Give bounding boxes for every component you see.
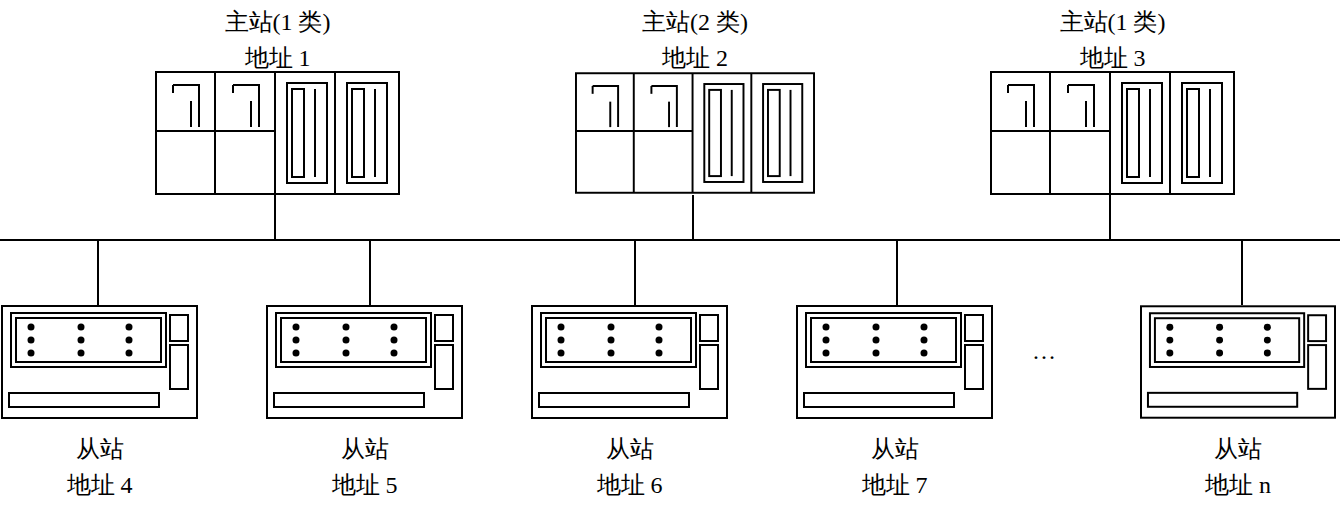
bus-connector xyxy=(370,195,1110,305)
bus-connector xyxy=(693,195,897,305)
bus-connector xyxy=(98,195,693,305)
station-type: 从站 xyxy=(796,431,993,467)
ellipsis: … xyxy=(1032,338,1056,365)
plc-icon xyxy=(575,71,815,195)
station-label: 主站(2 类)地址 2 xyxy=(575,4,815,76)
bus-connector xyxy=(98,195,275,305)
bus-connector xyxy=(635,195,1110,305)
bus-connector xyxy=(1110,195,1242,305)
bus-connector xyxy=(693,195,1242,305)
station-label: 主站(1 类)地址 3 xyxy=(990,4,1235,76)
slave-station: 从站地址 5 xyxy=(266,305,463,501)
bus-connector xyxy=(897,195,1110,305)
station-label: 从站地址 4 xyxy=(1,431,198,503)
station-label: 主站(1 类)地址 1 xyxy=(155,4,400,76)
station-label: 从站地址 n xyxy=(1140,431,1336,503)
slave-device-icon xyxy=(266,305,463,419)
station-address: 地址 1 xyxy=(155,40,400,76)
slave-station: 从站地址 6 xyxy=(531,305,728,501)
master-station: 主站(2 类)地址 2 xyxy=(575,4,815,195)
station-address: 地址 2 xyxy=(575,40,815,76)
slave-station: 从站地址 4 xyxy=(1,305,198,501)
slave-device-icon xyxy=(1,305,198,419)
plc-icon xyxy=(990,71,1235,195)
station-type: 从站 xyxy=(1,431,198,467)
slave-device-icon xyxy=(1140,305,1336,419)
bus-connector xyxy=(370,195,693,305)
slave-station: 从站地址 n xyxy=(1140,305,1336,501)
station-label: 从站地址 7 xyxy=(796,431,993,503)
station-address: 地址 3 xyxy=(990,40,1235,76)
station-address: 地址 6 xyxy=(531,467,728,503)
station-type: 从站 xyxy=(531,431,728,467)
station-address: 地址 5 xyxy=(266,467,463,503)
station-address: 地址 7 xyxy=(796,467,993,503)
station-type: 主站(2 类) xyxy=(575,4,815,40)
slave-station: 从站地址 7 xyxy=(796,305,993,501)
station-address: 地址 n xyxy=(1140,467,1336,503)
station-type: 从站 xyxy=(266,431,463,467)
bus-connector xyxy=(98,195,1110,305)
slave-device-icon xyxy=(796,305,993,419)
station-address: 地址 4 xyxy=(1,467,198,503)
station-label: 从站地址 5 xyxy=(266,431,463,503)
master-station: 主站(1 类)地址 1 xyxy=(155,4,400,195)
bus-connector xyxy=(635,195,693,305)
station-type: 主站(1 类) xyxy=(990,4,1235,40)
bus-connector xyxy=(275,195,370,305)
plc-icon xyxy=(155,71,400,195)
bus-connector xyxy=(275,195,635,305)
slave-device-icon xyxy=(531,305,728,419)
master-station: 主站(1 类)地址 3 xyxy=(990,4,1235,195)
bus-connector xyxy=(275,195,897,305)
bus-connector xyxy=(275,195,1242,305)
station-type: 主站(1 类) xyxy=(155,4,400,40)
station-label: 从站地址 6 xyxy=(531,431,728,503)
station-type: 从站 xyxy=(1140,431,1336,467)
